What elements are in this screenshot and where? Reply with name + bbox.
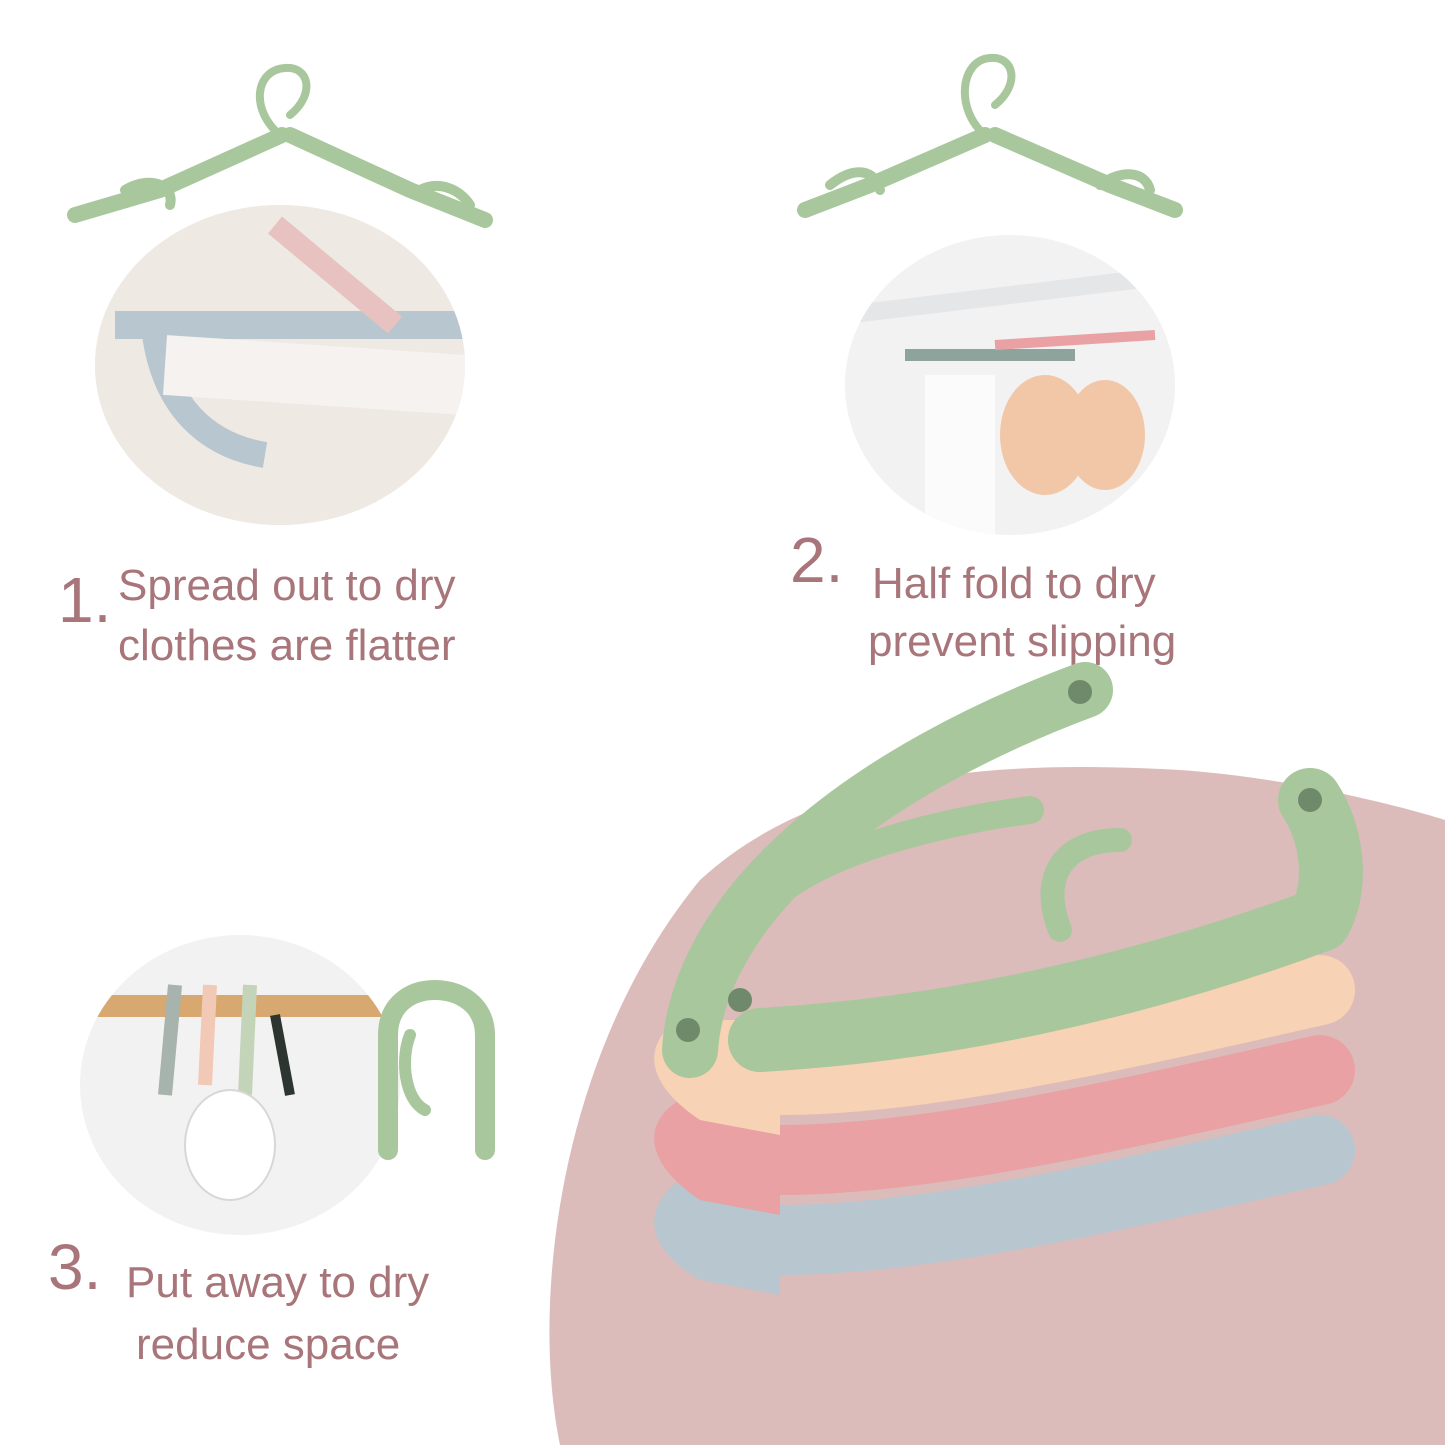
step-1-line1: Spread out to dry: [118, 561, 456, 610]
step-2-line2: prevent slipping: [868, 617, 1177, 666]
step-3-number: 3.: [48, 1231, 102, 1303]
step-3-line2: reduce space: [136, 1320, 401, 1369]
step-1-number: 1.: [58, 564, 112, 636]
step-2-line1: Half fold to dry: [872, 559, 1156, 608]
half-fold-photo: [845, 235, 1175, 535]
step-2-number: 2.: [790, 524, 844, 596]
step-3-line1: Put away to dry: [126, 1258, 430, 1307]
spread-photo: [95, 205, 465, 525]
put-away-photo: [80, 935, 400, 1235]
step-1-line2: clothes are flatter: [118, 621, 456, 670]
